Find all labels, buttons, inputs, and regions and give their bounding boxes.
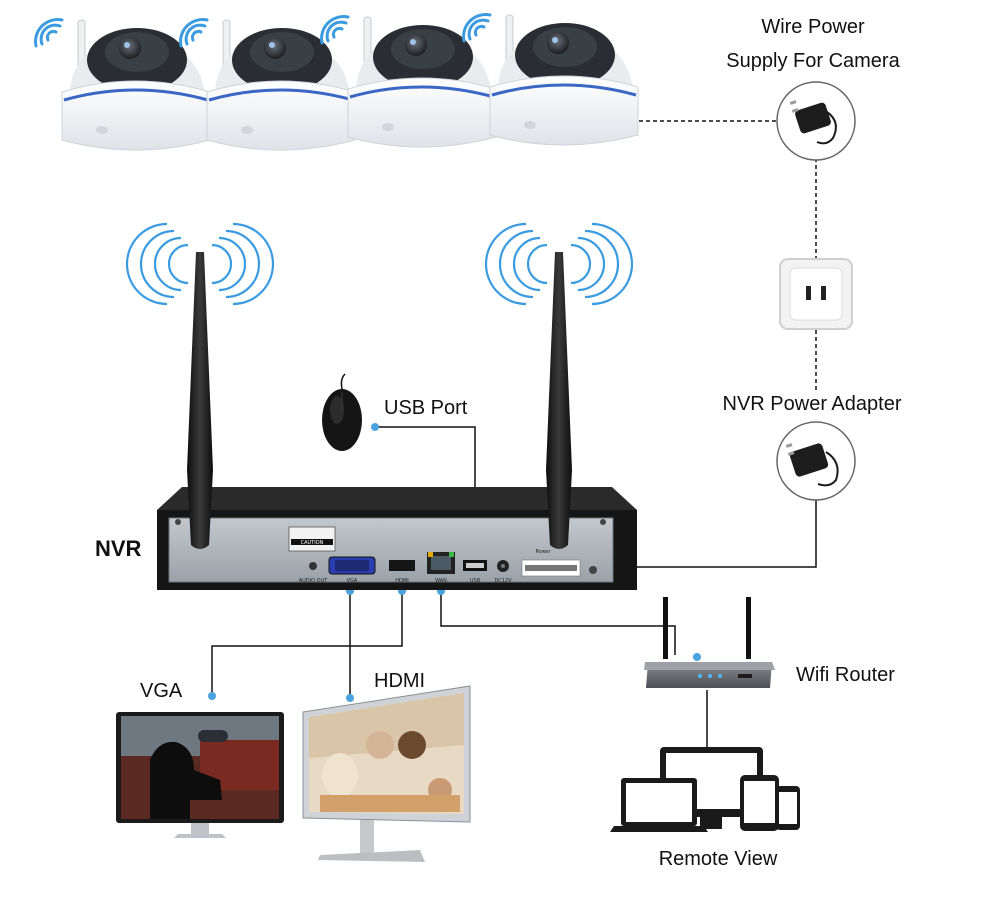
nvr-right-antenna bbox=[484, 222, 634, 549]
nvr-power-adapter-label: NVR Power Adapter bbox=[722, 393, 902, 415]
connection-lines bbox=[211, 120, 817, 748]
wall-outlet-icon bbox=[779, 258, 853, 330]
usb-port-label: USB Port bbox=[384, 397, 468, 419]
wifi-signal-icon bbox=[462, 13, 492, 43]
remote-view-devices-icon bbox=[610, 747, 800, 832]
wifi-signal-icon bbox=[320, 15, 350, 45]
nvr-left-antenna bbox=[125, 222, 275, 549]
camera-2 bbox=[179, 18, 356, 151]
nvr-label: NVR bbox=[95, 536, 142, 561]
dc-port-label: DC12V bbox=[494, 578, 512, 584]
wan-line bbox=[440, 592, 676, 655]
caution-label: CAUTION bbox=[301, 540, 324, 546]
antenna-signal-icon bbox=[125, 222, 275, 306]
camera-1 bbox=[34, 18, 211, 151]
remote-view-label: Remote View bbox=[658, 848, 778, 870]
vga-monitor-dot bbox=[208, 692, 216, 700]
usb-mouse-icon bbox=[322, 373, 362, 451]
wifi-signal-icon bbox=[34, 18, 64, 48]
nvr-panel-labels: CAUTION AUDIO OUT VGA HDMI WAN USB DC12V… bbox=[299, 540, 552, 584]
camera-3 bbox=[320, 15, 497, 148]
wire-power-label-line1: Wire Power bbox=[761, 16, 865, 38]
camera-4 bbox=[462, 13, 639, 146]
vga-to-monitor-line bbox=[211, 592, 403, 693]
hdmi-port-label: HDMI bbox=[395, 578, 408, 584]
wifi-signal-icon bbox=[179, 18, 209, 48]
hdmi-label: HDMI bbox=[374, 670, 426, 692]
nvr-power-adapter-icon bbox=[776, 421, 856, 501]
antenna-signal-icon bbox=[484, 222, 634, 306]
cameras bbox=[34, 13, 639, 151]
camera-power-adapter-icon bbox=[776, 81, 856, 161]
power-label: Power bbox=[535, 549, 551, 555]
wifi-router-icon bbox=[644, 597, 775, 688]
usb-dot-start bbox=[371, 423, 379, 431]
wire-power-label-line2: Supply For Camera bbox=[726, 50, 900, 72]
audio-out-label: AUDIO OUT bbox=[299, 578, 329, 584]
wan-port-label: WAN bbox=[435, 578, 447, 584]
wifi-router-label: Wifi Router bbox=[796, 664, 895, 686]
router-dot bbox=[693, 653, 701, 661]
vga-monitor bbox=[116, 712, 284, 838]
hdmi-monitor-dot bbox=[346, 694, 354, 702]
vga-label: VGA bbox=[140, 680, 183, 702]
hdmi-monitor bbox=[302, 685, 471, 862]
vga-port-label: VGA bbox=[347, 578, 358, 584]
usb-port-label: USB bbox=[470, 578, 481, 584]
